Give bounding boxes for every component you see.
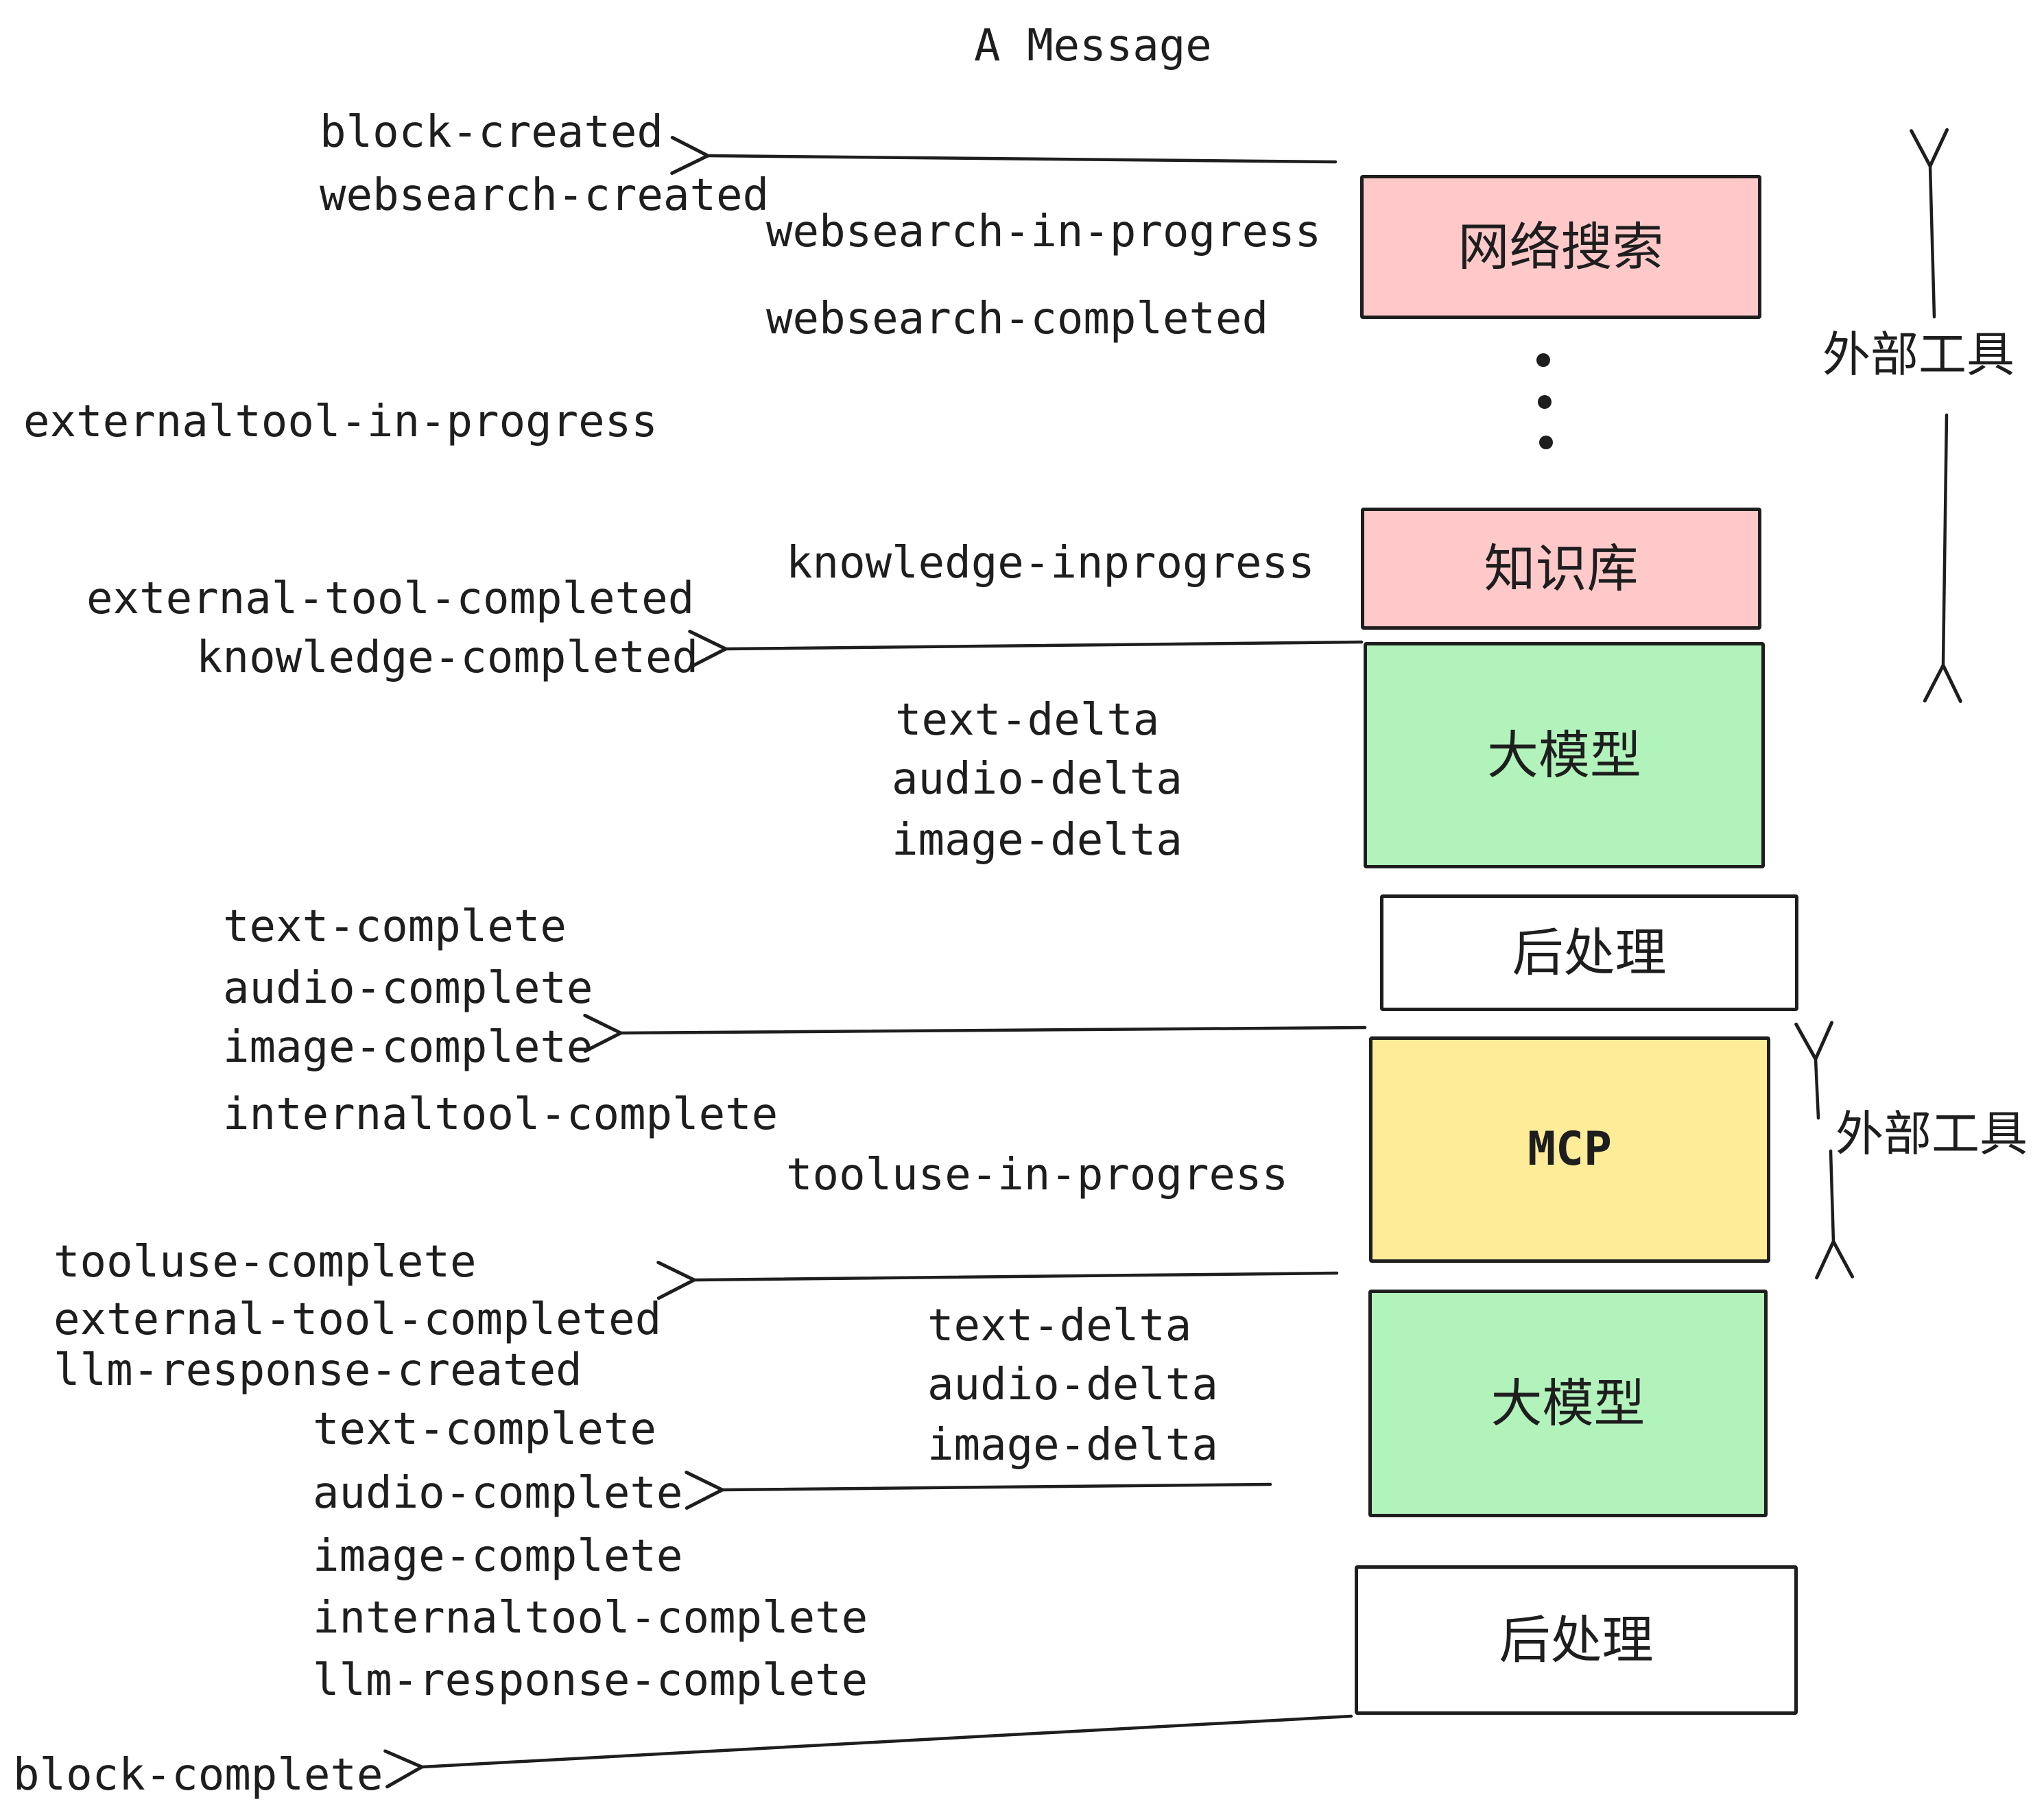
event-audio-complete-1: audio-complete: [223, 963, 593, 1014]
box-websearch-label: 网络搜索: [1458, 216, 1664, 277]
external-tools-label-2: 外部工具: [1835, 1106, 2028, 1162]
event-image-delta-1: image-delta: [892, 815, 1183, 866]
arrow-block-complete: [383, 1714, 1353, 1789]
event-block-complete: block-complete: [13, 1750, 383, 1801]
event-image-complete-2: image-complete: [313, 1531, 683, 1582]
arrow-knowledge-completed: [688, 630, 1364, 669]
event-image-delta-2: image-delta: [927, 1420, 1218, 1471]
external-tools-arrow-up-1: [1910, 128, 1949, 319]
box-llm-2-label: 大模型: [1490, 1373, 1645, 1434]
box-websearch: 网络搜索: [1360, 175, 1761, 319]
event-tooluse-complete: tooluse-complete: [54, 1237, 477, 1287]
event-websearch-completed: websearch-completed: [766, 294, 1269, 344]
box-llm-1: 大模型: [1364, 642, 1765, 868]
external-tools-label-1: 外部工具: [1822, 327, 2015, 383]
event-text-complete-2: text-complete: [313, 1404, 656, 1455]
external-tools-arrow-down-2: [1815, 1149, 1855, 1280]
event-external-tool-completed-1: external-tool-completed: [86, 573, 695, 624]
event-text-complete-1: text-complete: [223, 901, 567, 952]
event-llm-response-created: llm-response-created: [54, 1345, 582, 1396]
event-internaltool-complete-1: internaltool-complete: [223, 1089, 779, 1140]
arrow-image-complete: [583, 1013, 1367, 1053]
external-tools-arrow-up-2: [1794, 1021, 1834, 1120]
box-post-processing-1: 后处理: [1380, 894, 1798, 1011]
box-post-processing-2-label: 后处理: [1499, 1609, 1654, 1670]
arrow-block-created: [670, 135, 1338, 175]
event-audio-delta-1: audio-delta: [892, 754, 1183, 805]
arrow-tooluse-complete: [656, 1261, 1339, 1301]
box-mcp-label: MCP: [1528, 1122, 1612, 1176]
event-external-tool-completed-2: external-tool-completed: [54, 1294, 662, 1345]
box-mcp: MCP: [1369, 1036, 1770, 1263]
event-internaltool-complete-2: internaltool-complete: [313, 1593, 868, 1643]
event-text-delta-1: text-delta: [895, 695, 1160, 746]
event-knowledge-completed: knowledge-completed: [196, 632, 699, 683]
external-tools-arrow-down-1: [1923, 413, 1962, 703]
event-llm-response-complete: llm-response-complete: [313, 1655, 868, 1706]
ellipsis-dots: [1536, 353, 1553, 449]
event-externaltool-in-progress: externaltool-in-progress: [23, 396, 658, 447]
event-image-complete-1: image-complete: [223, 1022, 593, 1073]
box-llm-1-label: 大模型: [1486, 724, 1641, 785]
box-knowledge-label: 知识库: [1484, 538, 1639, 599]
box-post-processing-1-label: 后处理: [1512, 922, 1667, 983]
event-audio-delta-2: audio-delta: [927, 1360, 1218, 1410]
event-tooluse-in-progress: tooluse-in-progress: [786, 1150, 1289, 1200]
box-knowledge: 知识库: [1361, 508, 1761, 630]
event-text-delta-2: text-delta: [927, 1301, 1192, 1351]
event-block-created: block-created: [320, 107, 663, 158]
event-knowledge-inprogress: knowledge-inprogress: [786, 538, 1315, 589]
event-websearch-in-progress: websearch-in-progress: [766, 206, 1322, 257]
event-audio-complete-2: audio-complete: [313, 1468, 683, 1519]
arrow-audio-complete: [685, 1471, 1272, 1510]
box-post-processing-2: 后处理: [1355, 1565, 1798, 1715]
box-llm-2: 大模型: [1368, 1290, 1768, 1517]
page-title: A Message: [974, 21, 1212, 71]
event-websearch-created: websearch-created: [320, 170, 770, 221]
